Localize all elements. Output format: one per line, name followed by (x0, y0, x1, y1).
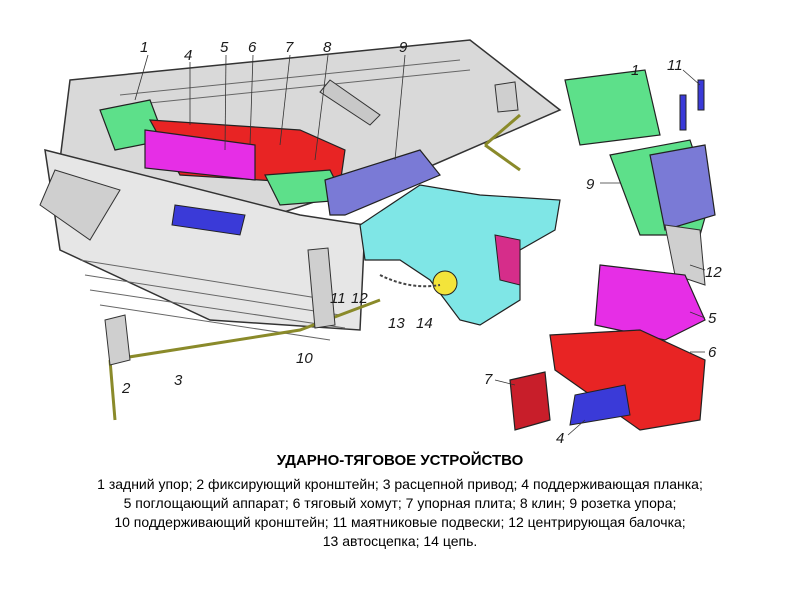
callout-right-9: 9 (586, 176, 595, 193)
callout-2: 2 (121, 380, 131, 397)
callout-4: 4 (184, 47, 192, 64)
draft-gear-part (594, 264, 706, 341)
support-plate-part (569, 384, 631, 426)
callout-5: 5 (220, 39, 229, 56)
caption-title: УДАРНО-ТЯГОВОЕ УСТРОЙСТВО (276, 452, 524, 469)
callout-11: 11 (330, 290, 346, 307)
centering-beam-part (664, 224, 706, 286)
callout-right-4: 4 (556, 430, 564, 447)
automatic-coupler (359, 184, 561, 326)
coupler-lock (494, 234, 521, 286)
caption-line-1: 1 задний упор; 2 фиксирующий кронштейн; … (97, 476, 703, 492)
callout-right-7: 7 (484, 371, 493, 388)
striker-ring-part (649, 144, 716, 231)
caption-line-4: 13 автосцепка; 14 цепь. (322, 533, 478, 549)
rear-stop-part (564, 69, 661, 146)
draft-gear-installed (144, 129, 256, 181)
callout-right-11: 11 (667, 57, 683, 74)
caption-line-2: 5 поглощающий аппарат; 6 тяговый хомут; … (123, 495, 677, 511)
release-rod (108, 113, 521, 421)
callout-right-6: 6 (708, 344, 717, 361)
callout-9: 9 (399, 39, 408, 56)
callout-12: 12 (351, 290, 368, 307)
callout-right-12: 12 (705, 264, 722, 281)
callout-6: 6 (248, 39, 257, 56)
yoke-part (549, 329, 706, 431)
callout-7: 7 (285, 39, 294, 56)
callout-14: 14 (416, 315, 433, 332)
striker-installed (324, 149, 441, 216)
fixing-bracket (104, 314, 131, 366)
callout-13: 13 (388, 315, 405, 332)
callout-3: 3 (174, 372, 183, 389)
support-plate-installed (171, 204, 246, 236)
support-bracket (307, 247, 336, 329)
callout-right-1: 1 (631, 62, 639, 79)
thrust-plate-part (509, 371, 551, 431)
bracket-right (494, 81, 519, 113)
chain-handle (432, 270, 458, 296)
callout-right-5: 5 (708, 310, 717, 327)
chain (379, 274, 441, 288)
pendulum-hangers-part (679, 79, 705, 131)
caption-line-3: 10 поддерживающий кронштейн; 11 маятнико… (114, 514, 686, 530)
coupler-diagram: 1 4 5 6 7 8 9 11 12 13 14 10 3 2 1 11 9 … (39, 39, 722, 447)
callout-1: 1 (140, 39, 148, 56)
callout-8: 8 (323, 39, 332, 56)
callout-10: 10 (296, 350, 313, 367)
figure-caption: УДАРНО-ТЯГОВОЕ УСТРОЙСТВО 1 задний упор;… (0, 452, 800, 551)
